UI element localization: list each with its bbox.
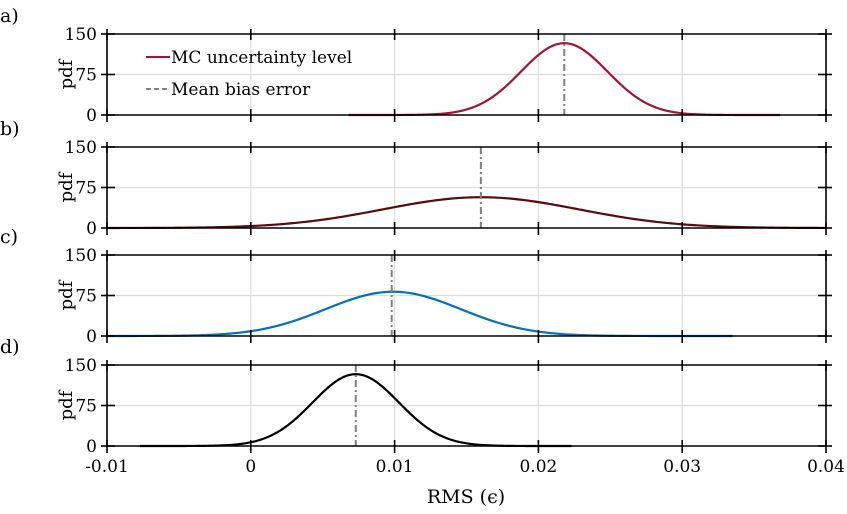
y-tick-label: 75	[75, 397, 97, 417]
x-tick-label: -0.01	[85, 457, 129, 477]
panel-1: 0 75 150 pdf a)	[0, 5, 832, 126]
panel-label: a)	[0, 5, 19, 27]
x-tick-label: 0.04	[807, 457, 845, 477]
y-tick-label: 0	[86, 437, 97, 457]
panel-4: 0 75 150 pdf d)	[0, 336, 832, 457]
x-axis-label: RMS (ϵ)	[427, 486, 505, 508]
legend-item-bias: Mean bias error	[171, 80, 311, 100]
y-axis-label: pdf	[56, 171, 77, 202]
y-tick-label: 75	[75, 179, 97, 199]
y-tick-label: 150	[65, 356, 97, 376]
y-tick-label: 75	[75, 66, 97, 86]
panel-label: c)	[0, 226, 18, 248]
y-tick-label: 0	[86, 327, 97, 347]
x-tick-label: 0.01	[376, 457, 414, 477]
panels-group: 0 75 150 pdf a) 0 75 150 pdf b) 0 75 150 pdf c) 0 75 150 p…	[0, 5, 832, 457]
legend-item-mc: MC uncertainty level	[171, 48, 352, 68]
pdf-curve	[107, 196, 827, 230]
x-tick-label: 0.02	[519, 457, 557, 477]
y-tick-label: 150	[65, 246, 97, 266]
y-tick-label: 75	[75, 287, 97, 307]
panel-2: 0 75 150 pdf b)	[0, 118, 832, 239]
y-axis-label: pdf	[56, 279, 77, 310]
y-tick-label: 0	[86, 219, 97, 239]
y-axis-label: pdf	[56, 389, 77, 420]
x-tick-label: 0.03	[663, 457, 701, 477]
y-axis-label: pdf	[56, 58, 77, 89]
panel-3: 0 75 150 pdf c)	[0, 226, 832, 347]
y-tick-label: 150	[65, 138, 97, 158]
legend: MC uncertainty level Mean bias error	[146, 48, 352, 100]
x-axis-tick-labels: -0.01 0 0.01 0.02 0.03 0.04	[85, 457, 845, 477]
y-tick-label: 0	[86, 106, 97, 126]
panel-label: b)	[0, 118, 20, 140]
panel-label: d)	[0, 336, 20, 358]
y-tick-label: 150	[65, 25, 97, 45]
pdf-curve	[107, 290, 733, 338]
x-tick-label: 0	[245, 457, 256, 477]
